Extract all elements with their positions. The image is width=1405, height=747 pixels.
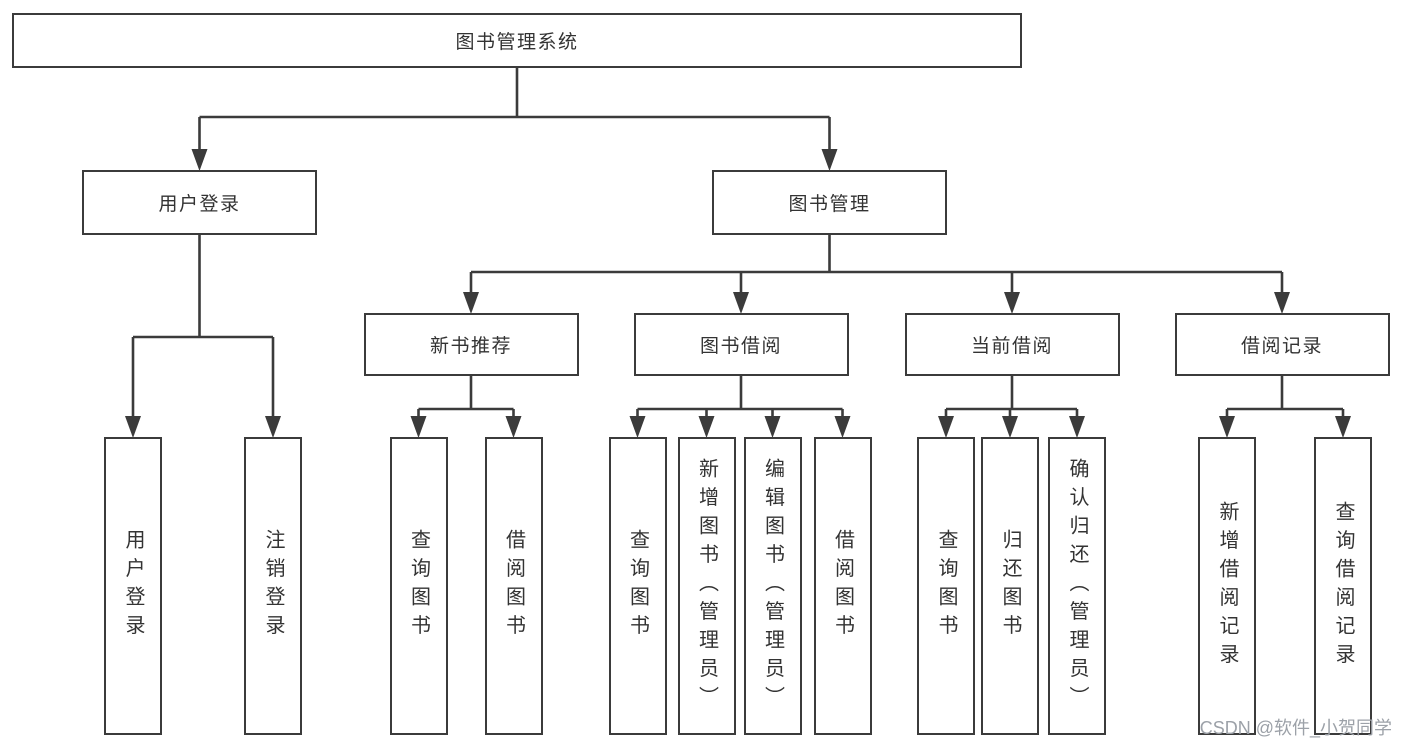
- leaf-user-login: 用户登录: [104, 437, 162, 735]
- leaf-bb-borrow-books-label: 借阅图书: [831, 529, 854, 643]
- leaf-bb-query-books: 查询图书: [608, 437, 667, 735]
- borrow-records-node: 借阅记录: [1174, 313, 1390, 376]
- root-node-label: 图书管理系统: [455, 32, 579, 53]
- book-borrow-node: 图书借阅: [633, 313, 849, 376]
- leaf-cb-return-books: 归还图书: [981, 437, 1039, 735]
- leaf-cb-confirm-return-admin: 确认归还（管理员）: [1048, 437, 1106, 735]
- leaf-cb-return-books-label: 归还图书: [999, 529, 1021, 643]
- leaf-nbr-query-books-label: 查询图书: [407, 529, 430, 643]
- leaf-logout: 注销登录: [244, 437, 302, 735]
- leaf-nbr-borrow-books-label: 借阅图书: [502, 529, 525, 643]
- leaf-user-login-label: 用户登录: [122, 529, 144, 643]
- leaf-nbr-query-books: 查询图书: [389, 437, 448, 735]
- leaf-bb-edit-book-admin: 编辑图书（管理员）: [743, 437, 802, 735]
- book-borrow-label: 图书借阅: [699, 336, 782, 357]
- leaf-bb-add-book-admin: 新增图书（管理员）: [677, 437, 736, 735]
- book-management-node: 图书管理: [712, 170, 947, 235]
- leaf-bb-edit-book-admin-label: 编辑图书（管理员）: [761, 457, 784, 715]
- leaf-br-add-record-label: 新增借阅记录: [1216, 500, 1238, 672]
- borrow-records-label: 借阅记录: [1240, 336, 1323, 357]
- user-login-node-label: 用户登录: [158, 194, 241, 215]
- user-login-node: 用户登录: [82, 170, 317, 235]
- new-book-recommend-label: 新书推荐: [429, 336, 512, 357]
- leaf-cb-confirm-return-admin-label: 确认归还（管理员）: [1066, 457, 1088, 715]
- leaf-bb-query-books-label: 查询图书: [626, 529, 649, 643]
- leaf-cb-query-books-label: 查询图书: [935, 529, 957, 643]
- book-management-node-label: 图书管理: [788, 194, 871, 215]
- watermark: CSDN @软件_小贺同学: [1199, 718, 1392, 738]
- leaf-br-query-record: 查询借阅记录: [1314, 437, 1372, 735]
- new-book-recommend-node: 新书推荐: [363, 313, 579, 376]
- leaf-br-query-record-label: 查询借阅记录: [1332, 500, 1354, 672]
- leaf-logout-label: 注销登录: [262, 529, 284, 643]
- leaf-nbr-borrow-books: 借阅图书: [484, 437, 543, 735]
- current-borrow-label: 当前借阅: [970, 336, 1053, 357]
- leaf-cb-query-books: 查询图书: [917, 437, 975, 735]
- current-borrow-node: 当前借阅: [904, 313, 1120, 376]
- leaf-bb-add-book-admin-label: 新增图书（管理员）: [695, 457, 718, 715]
- leaf-br-add-record: 新增借阅记录: [1198, 437, 1256, 735]
- leaf-bb-borrow-books: 借阅图书: [813, 437, 872, 735]
- root-node: 图书管理系统: [12, 13, 1022, 68]
